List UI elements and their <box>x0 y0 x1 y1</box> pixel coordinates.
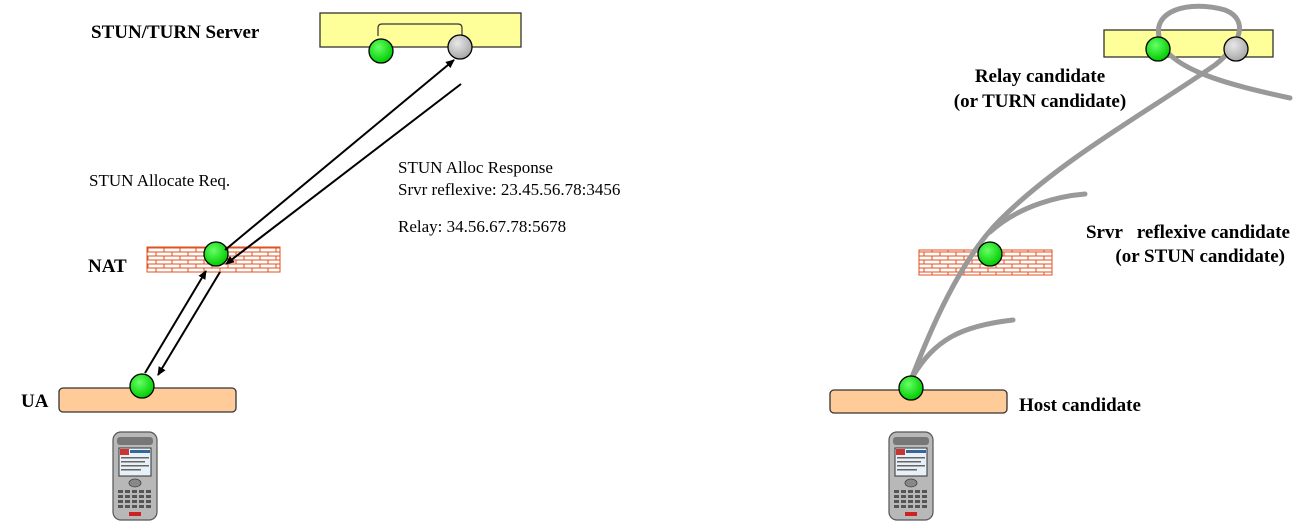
server-host-node <box>369 39 393 63</box>
srflx-label-line1: Srvr reflexive candidate <box>1086 222 1290 243</box>
mobile-phone-icon <box>113 432 157 520</box>
srflx-label-line2: (or STUN candidate) <box>1115 246 1285 267</box>
server-label: STUN/TURN Server <box>91 22 260 43</box>
candidate-paths <box>909 6 1290 385</box>
right-server-relay-node-gray <box>1224 37 1248 61</box>
stun-turn-server-box <box>320 13 521 47</box>
server-relay-node <box>448 35 472 59</box>
response-line2: Srvr reflexive: 23.45.56.78:3456 <box>398 180 620 199</box>
relay-label-line1: Relay candidate <box>975 66 1105 87</box>
response-arrow-nat-to-ua <box>158 272 220 375</box>
nat-node <box>204 242 228 266</box>
mobile-phone-icon <box>889 432 933 520</box>
left-panel: STUN/TURN Server NAT UA STUN Allocate Re… <box>21 13 620 520</box>
request-arrow-ua-to-nat <box>145 271 206 373</box>
right-server-host-node <box>1146 37 1170 61</box>
response-line1: STUN Alloc Response <box>398 158 553 177</box>
right-panel: Relay candidate (or TURN candidate) Srvr… <box>830 6 1290 520</box>
host-node <box>899 376 923 400</box>
srflx-node <box>978 242 1002 266</box>
relay-label-line2: (or TURN candidate) <box>954 91 1126 112</box>
ua-label: UA <box>21 391 49 412</box>
host-candidate-path <box>913 320 1013 376</box>
host-label: Host candidate <box>1019 395 1141 416</box>
response-line3: Relay: 34.56.67.78:5678 <box>398 217 566 236</box>
nat-label: NAT <box>88 256 127 277</box>
ua-node <box>130 374 154 398</box>
request-label: STUN Allocate Req. <box>89 171 230 190</box>
